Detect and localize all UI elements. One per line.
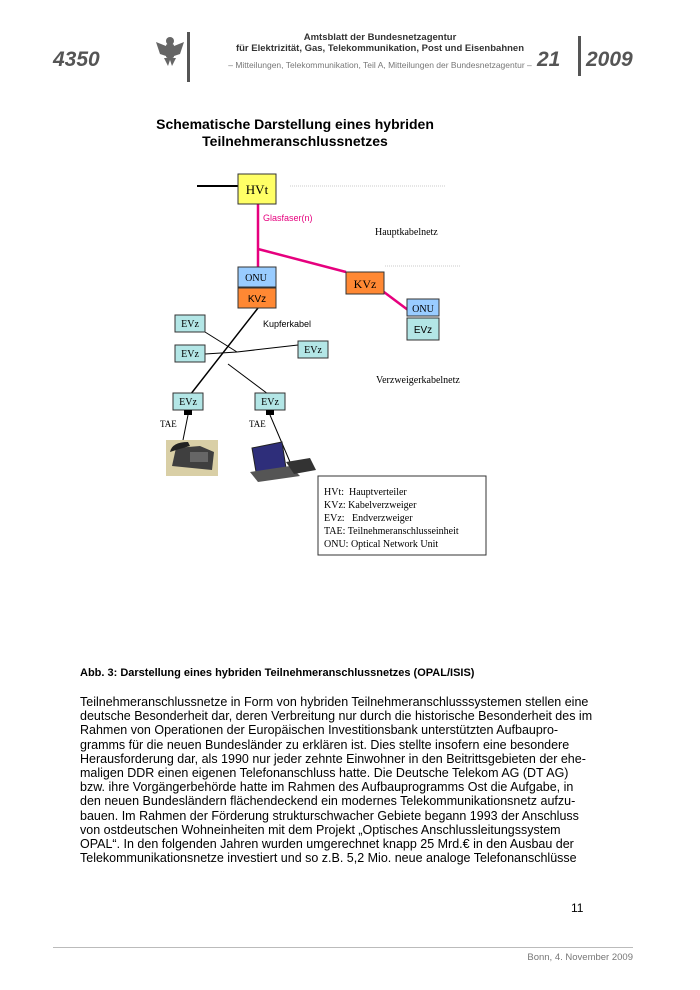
telephone-icon <box>166 440 218 476</box>
body-line: den neuen Bundesländern flächendeckend e… <box>80 794 576 809</box>
kvz-left-box <box>237 287 277 309</box>
kvz-center-label: KVz <box>354 277 377 291</box>
footer-divider <box>53 947 633 948</box>
figure-caption: Abb. 3: Darstellung eines hybriden Teiln… <box>80 667 475 679</box>
header-divider <box>187 32 190 82</box>
tae-right-socket <box>266 410 274 415</box>
kvz-center-box <box>345 271 385 295</box>
body-line: Teilnehmeranschlussnetze in Form von hyb… <box>80 695 589 709</box>
body-line: Telekommunikationsnetze investiert und s… <box>80 851 577 866</box>
legend-entries: HVt: Hauptverteiler KVz: Kabelverzweiger… <box>324 487 459 550</box>
legend-item-kvz: KVz: Kabelverzweiger <box>324 500 417 511</box>
footer-date: Bonn, 4. November 2009 <box>527 952 633 963</box>
copper-main <box>182 307 259 405</box>
laptop-icon <box>250 441 316 482</box>
body-paragraph: Teilnehmeranschlussnetze in Form von hyb… <box>80 695 610 865</box>
onu-left-label: ONU <box>245 273 267 284</box>
evz-b-label: EVz <box>181 349 199 360</box>
header-line-2: für Elektrizität, Gas, Telekommunikation… <box>235 43 525 54</box>
header-subtitle: – Mitteilungen, Telekommunikation, Teil … <box>228 60 532 70</box>
copper-evz-b <box>204 351 238 355</box>
body-line: bauen. Im Rahmen der Förderung strukturs… <box>80 808 579 823</box>
evz-c-label: EVz <box>304 345 322 356</box>
figure-title: Schematische Darstellung eines hybriden … <box>140 116 450 150</box>
evz-c-box <box>297 340 329 359</box>
issue-year: 2009 <box>586 48 633 71</box>
legend-box <box>317 475 487 556</box>
kvz-left-label: KVz <box>248 294 266 305</box>
tae-left-socket <box>184 410 192 415</box>
fiber-line-to-kvz <box>257 247 347 274</box>
tae-right-cord <box>269 414 291 463</box>
issue-number: 21 <box>537 48 561 71</box>
body-line: Rahmen von Operationen der Europäischen … <box>80 723 559 738</box>
body-line: deutsche Besonderheit dar, deren Verbrei… <box>80 709 593 724</box>
body-line: von ostdeutschen Wohneinheiten mit dem P… <box>80 822 561 837</box>
hauptkabelnetz-label: Hauptkabelnetz <box>375 227 438 238</box>
page-number: 4350 <box>53 48 100 71</box>
copper-evz-a <box>204 331 238 353</box>
copper-evz-e <box>227 363 269 395</box>
onu-right-label: ONU <box>412 304 434 315</box>
tae-left-label: TAE <box>160 419 177 429</box>
onu-right-box <box>406 298 440 317</box>
kupferkabel-label: Kupferkabel <box>263 319 311 329</box>
copper-evz-c <box>236 344 299 353</box>
onu-left-box <box>237 266 277 288</box>
legend-item-hvt: HVt: Hauptverteiler <box>324 487 407 498</box>
glasfaser-label: Glasfaser(n) <box>263 213 313 223</box>
federal-eagle-icon <box>156 37 184 66</box>
body-line: gramms für die neuen Bundesländer zu erk… <box>80 737 570 752</box>
legend-item-evz: EVz: Endverzweiger <box>324 513 413 524</box>
header-title: Amtsblatt der Bundesnetzagentur für Elek… <box>200 32 560 54</box>
evz-right-label: EVz <box>414 325 432 336</box>
evz-a-box <box>174 314 206 333</box>
body-line: maligen DDR einen eigenen Telefonanschlu… <box>80 766 569 781</box>
document-page-number: 11 <box>571 901 584 915</box>
figure-title-line-2: Teilnehmeranschlussnetzes <box>202 133 388 149</box>
header-line-1: Amtsblatt der Bundesnetzagentur <box>303 32 457 43</box>
verzweigerkabelnetz-label: Verzweigerkabelnetz <box>376 375 460 386</box>
body-line: OPAL“. In den folgenden Jahren wurden um… <box>80 837 574 852</box>
hvt-box <box>237 173 277 205</box>
body-line: bzw. ihre Vorgängerbehörde hatte im Rahm… <box>80 780 574 795</box>
legend-item-onu: ONU: Optical Network Unit <box>324 539 438 550</box>
tae-right-label: TAE <box>249 419 266 429</box>
evz-d-label: EVz <box>179 397 197 408</box>
issue-divider <box>578 36 581 76</box>
figure-title-line-1: Schematische Darstellung eines hybriden <box>156 116 434 132</box>
evz-b-box <box>174 344 206 363</box>
evz-a-label: EVz <box>181 319 199 330</box>
evz-e-label: EVz <box>261 397 279 408</box>
body-line: Herausforderung dar, als 1990 nur jeder … <box>80 751 586 766</box>
evz-right-box <box>406 317 440 341</box>
hvt-label: HVt <box>246 182 269 197</box>
legend-item-tae: TAE: Teilnehmeranschlusseinheit <box>324 526 459 537</box>
